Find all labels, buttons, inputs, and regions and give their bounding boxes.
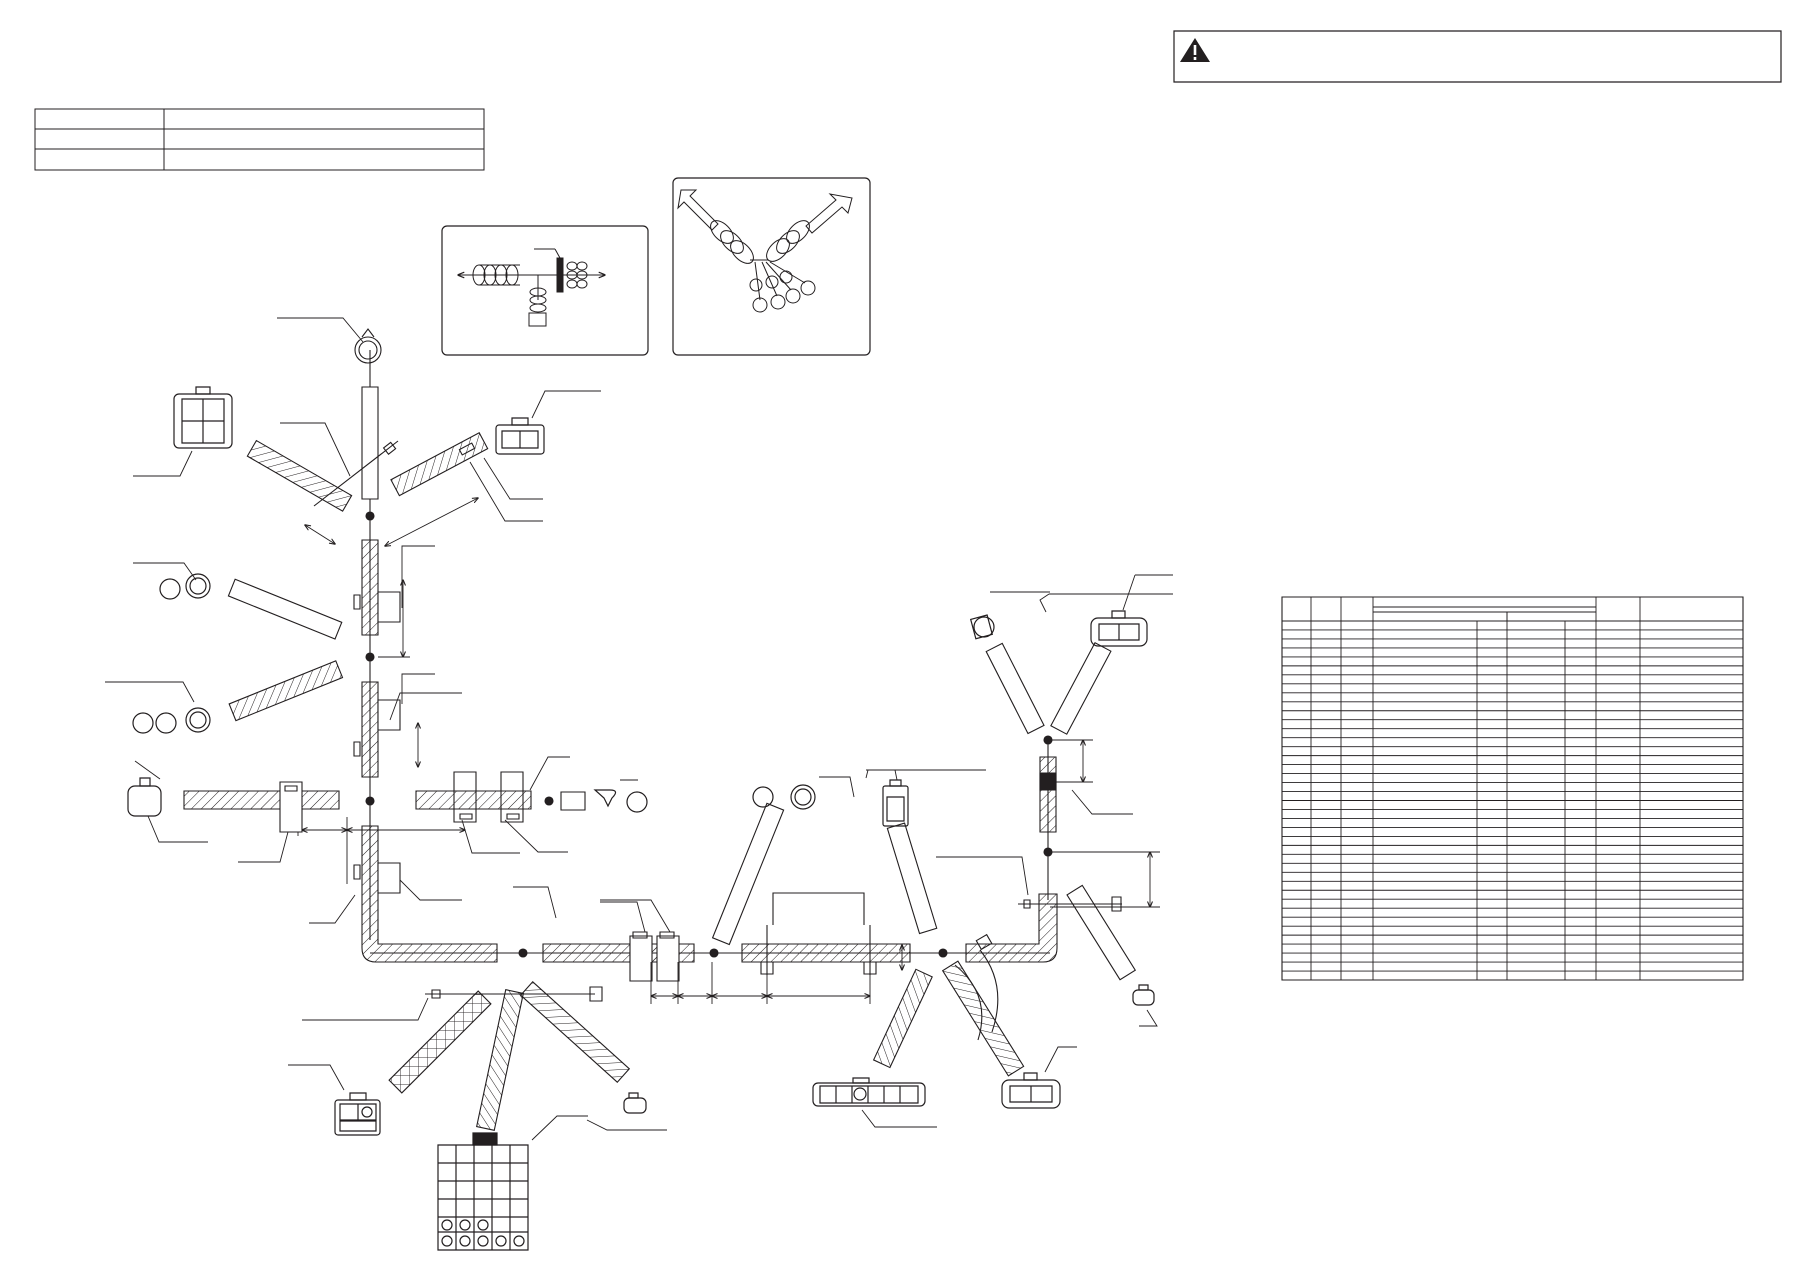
leader-lines [105,318,1173,1140]
tape-wrap-detail-icon [458,249,605,326]
dimension-lines [298,498,1160,1004]
header-table [35,109,484,170]
two-pin-connector-icon [496,418,544,454]
single-pin-connector-icon [128,615,1154,1113]
detail-view-branch-wrap [673,178,870,355]
detail-view-tape-wrap [442,226,648,355]
fuse-block-connector-icon [438,1133,528,1250]
multi-pin-coupler-icon [335,1078,925,1135]
warning-triangle-icon [1180,38,1210,62]
connectors [128,387,1154,1250]
four-pin-connector-icon [174,387,232,448]
harness-branches [184,329,585,893]
parts-table [1282,597,1743,980]
ring-terminal-icon [133,574,994,812]
two-pin-connector-icon [1002,611,1147,1108]
warning-box [1174,31,1781,82]
harness-lower-branches [389,643,1135,1131]
branch-wrap-detail-icon [678,190,852,312]
ring-terminal-icon [355,329,381,363]
